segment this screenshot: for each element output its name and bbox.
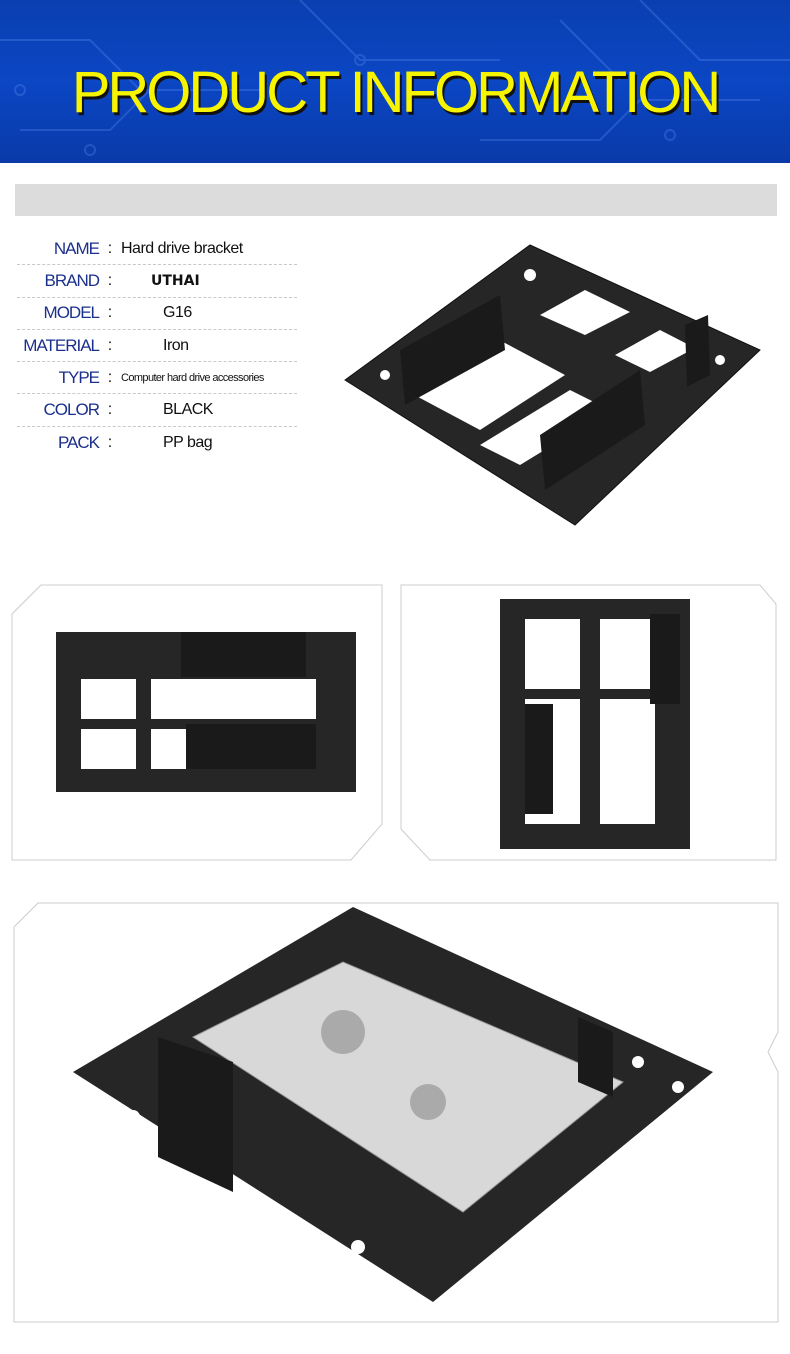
colon [99,368,121,388]
spec-row-brand: BRAND UTHAI [17,265,297,298]
spec-label: BRAND [44,270,100,290]
spec-value: Iron [163,336,189,354]
page-title: PRODUCT INFORMATION [71,60,722,125]
spec-row-color: COLOR BLACK [17,394,297,427]
colon [99,271,121,291]
spec-label: MODEL [43,303,100,323]
product-image-with-hdd [13,902,779,1323]
spec-label: PACK [57,432,100,452]
spec-value: PP bag [163,433,213,451]
product-image-front [11,584,383,861]
spec-row-pack: PACK PP bag [17,427,297,459]
colon [99,433,121,453]
colon [99,303,121,323]
product-image-main [344,244,761,526]
spec-table: NAME Hard drive bracket BRAND UTHAI MODEL G… [17,233,297,459]
circuit-pattern [0,0,790,156]
spec-row-type: TYPE Computer hard drive accessories [17,362,297,395]
spec-label: MATERIAL [23,335,100,355]
colon [99,239,121,259]
product-image-side [400,584,777,861]
spec-value: Computer hard drive accessories [121,371,264,384]
spec-label: TYPE [58,367,100,387]
spec-label: NAME [53,238,100,258]
colon [99,336,121,356]
colon [99,400,121,420]
spec-row-material: MATERIAL Iron [17,330,297,363]
spec-value: G16 [163,304,192,322]
spec-value: BLACK [163,401,213,419]
spec-row-model: MODEL G16 [17,298,297,330]
section-bar [15,184,777,216]
spec-value: UTHAI [151,272,200,289]
spec-value: Hard drive bracket [121,239,243,257]
header-banner: PRODUCT INFORMATION [0,0,790,163]
spec-row-name: NAME Hard drive bracket [17,233,297,266]
spec-label: COLOR [43,400,100,420]
